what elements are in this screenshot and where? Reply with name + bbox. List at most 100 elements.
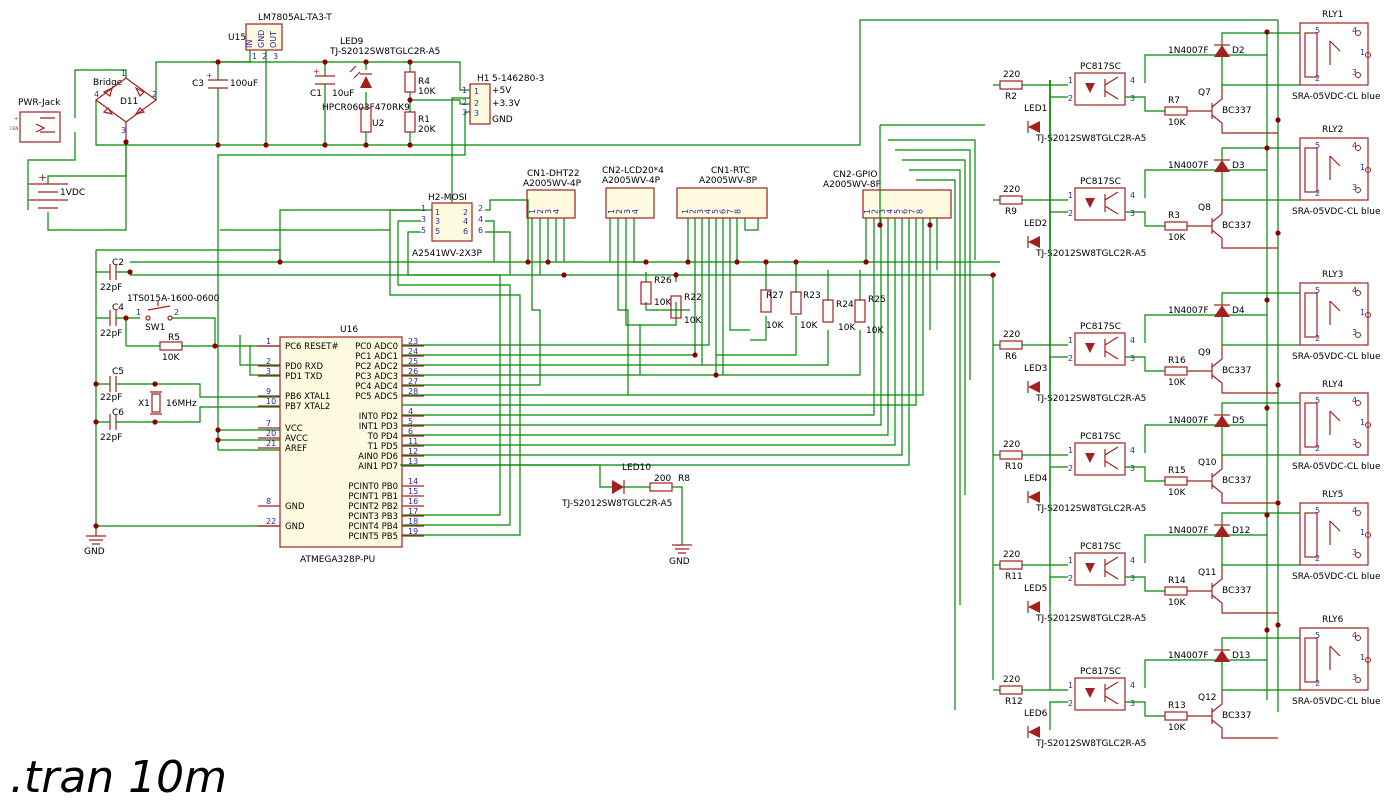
junction-dot bbox=[212, 343, 218, 349]
pullup-ref: R25 bbox=[868, 295, 886, 305]
mcu-right-pin-name: PCINT0 PB0 bbox=[348, 482, 398, 492]
relay-pin-3: 3 bbox=[1352, 183, 1357, 192]
relay-pin-5: 5 bbox=[1315, 26, 1320, 35]
junction-dot bbox=[363, 59, 369, 65]
relay-pin-1: 1 bbox=[1360, 308, 1365, 317]
h2-inner-3: 3 bbox=[435, 217, 440, 226]
junction-dot bbox=[152, 381, 158, 387]
base-resistor bbox=[1164, 221, 1188, 231]
bridge-ref: D11 bbox=[120, 97, 138, 107]
junction-dot bbox=[1275, 500, 1281, 506]
wire bbox=[1125, 96, 1165, 112]
c6-ref: C6 bbox=[112, 408, 124, 418]
relay-coil bbox=[1304, 512, 1318, 558]
mcu-right-pin-num: 13 bbox=[408, 457, 418, 466]
h2-pin-4: 4 bbox=[478, 215, 483, 224]
mcu-right-pin-num: 27 bbox=[408, 377, 418, 386]
relay-coil bbox=[1304, 402, 1318, 448]
base-resistor-ref: R15 bbox=[1168, 466, 1186, 476]
x1-ref: X1 bbox=[138, 399, 150, 409]
h1-inner-3: 3 bbox=[474, 109, 479, 118]
relay-terminal bbox=[1355, 400, 1361, 406]
pullup-ref: R24 bbox=[836, 300, 854, 310]
transistor-ref: Q9 bbox=[1198, 348, 1211, 358]
wire bbox=[1221, 512, 1300, 525]
relay-terminal bbox=[1355, 30, 1361, 36]
relay-body bbox=[1299, 392, 1369, 456]
relay-pin-4: 4 bbox=[1352, 396, 1357, 405]
rtc-part: A2005WV-8P bbox=[699, 176, 758, 186]
wire bbox=[1221, 637, 1300, 650]
input-resistor bbox=[999, 80, 1023, 90]
relay-terminal bbox=[1355, 510, 1361, 516]
junction-dot bbox=[123, 315, 129, 321]
relay-pin-2: 2 bbox=[1315, 74, 1320, 83]
relay-pin-4: 4 bbox=[1352, 506, 1357, 515]
diode-ref: D4 bbox=[1232, 306, 1245, 316]
rtc-pin: 2 bbox=[689, 209, 698, 214]
lcd-pin: 1 bbox=[607, 209, 616, 214]
header-h1: H1 5-146280-3 1 2 3 1 2 3 +5V +3.3V GND bbox=[462, 74, 544, 125]
relay-part: SRA-05VDC-CL blue bbox=[1292, 697, 1381, 707]
lcd-pin: 3 bbox=[623, 209, 632, 214]
gpio-pin: 5 bbox=[893, 209, 902, 214]
relay-terminal bbox=[1355, 635, 1361, 641]
base-resistor bbox=[1164, 586, 1188, 596]
relay-pin-1: 1 bbox=[1360, 528, 1365, 537]
opto-pin-1: 1 bbox=[1068, 76, 1073, 85]
base-resistor-value: 10K bbox=[1168, 598, 1186, 608]
mcu-right-pin-name: T0 PD4 bbox=[367, 432, 398, 442]
r1-ref: R1 bbox=[418, 115, 430, 125]
diode-ref: D12 bbox=[1232, 526, 1250, 536]
opto-pin-3: 3 bbox=[1130, 464, 1135, 473]
gpio-part: A2005WV-8P bbox=[823, 180, 882, 190]
wire bbox=[1022, 80, 1068, 86]
mcu-left-pin-num: 10 bbox=[266, 397, 276, 406]
optocoupler bbox=[1074, 72, 1126, 106]
diode-part: 1N4007F bbox=[1168, 416, 1209, 426]
resistor-r4: R4 10K bbox=[404, 71, 436, 97]
r5-value: 10K bbox=[162, 353, 180, 363]
relay-coil bbox=[1304, 147, 1318, 193]
h1-net-3v3: +3.3V bbox=[492, 99, 521, 109]
relay-coil bbox=[1304, 32, 1318, 78]
base-resistor bbox=[1164, 476, 1188, 486]
h2-pin-2: 2 bbox=[478, 204, 483, 213]
mcu-right-pin-name: PCINT3 PB3 bbox=[348, 512, 398, 522]
pullup-ref: R26 bbox=[654, 276, 672, 286]
lcd-part: A2005WV-4P bbox=[602, 176, 661, 186]
junction-dot bbox=[277, 259, 283, 265]
pullup-ref: R22 bbox=[684, 293, 702, 303]
regulator-ref: U15 bbox=[228, 33, 246, 43]
mcu-right-pin-name: INT1 PD3 bbox=[359, 422, 398, 432]
junction-dot bbox=[215, 427, 221, 433]
rtc-pin: 1 bbox=[681, 209, 690, 214]
regulator-part: LM7805AL-TA3-T bbox=[258, 13, 332, 23]
mcu-right-pin-num: 18 bbox=[408, 517, 418, 526]
relay-body bbox=[1299, 282, 1369, 346]
base-resistor-ref: R13 bbox=[1168, 701, 1186, 711]
mcu-right-pin-num: 14 bbox=[408, 477, 418, 486]
opto-pin-2: 2 bbox=[1068, 354, 1073, 363]
junction-dot bbox=[407, 142, 413, 148]
mcu-right-pin-num: 23 bbox=[408, 337, 418, 346]
junction-dot bbox=[407, 59, 413, 65]
relay-terminal bbox=[1355, 145, 1361, 151]
diode-part: 1N4007F bbox=[1168, 651, 1209, 661]
h1-part: 5-146280-3 bbox=[492, 74, 544, 84]
base-resistor-value: 10K bbox=[1168, 723, 1186, 733]
relay-part: SRA-05VDC-CL blue bbox=[1292, 92, 1381, 102]
optocoupler bbox=[1074, 552, 1126, 586]
wire bbox=[1049, 211, 1068, 240]
junction-dot bbox=[1264, 627, 1270, 633]
relay-pin-2: 2 bbox=[1315, 189, 1320, 198]
relay-pin-1: 1 bbox=[1360, 653, 1365, 662]
mcu-right-pin-num: 19 bbox=[408, 527, 418, 536]
opto-pin-4: 4 bbox=[1130, 336, 1135, 345]
bridge-pin-3: 3 bbox=[121, 126, 126, 135]
base-resistor-ref: R7 bbox=[1168, 96, 1180, 106]
